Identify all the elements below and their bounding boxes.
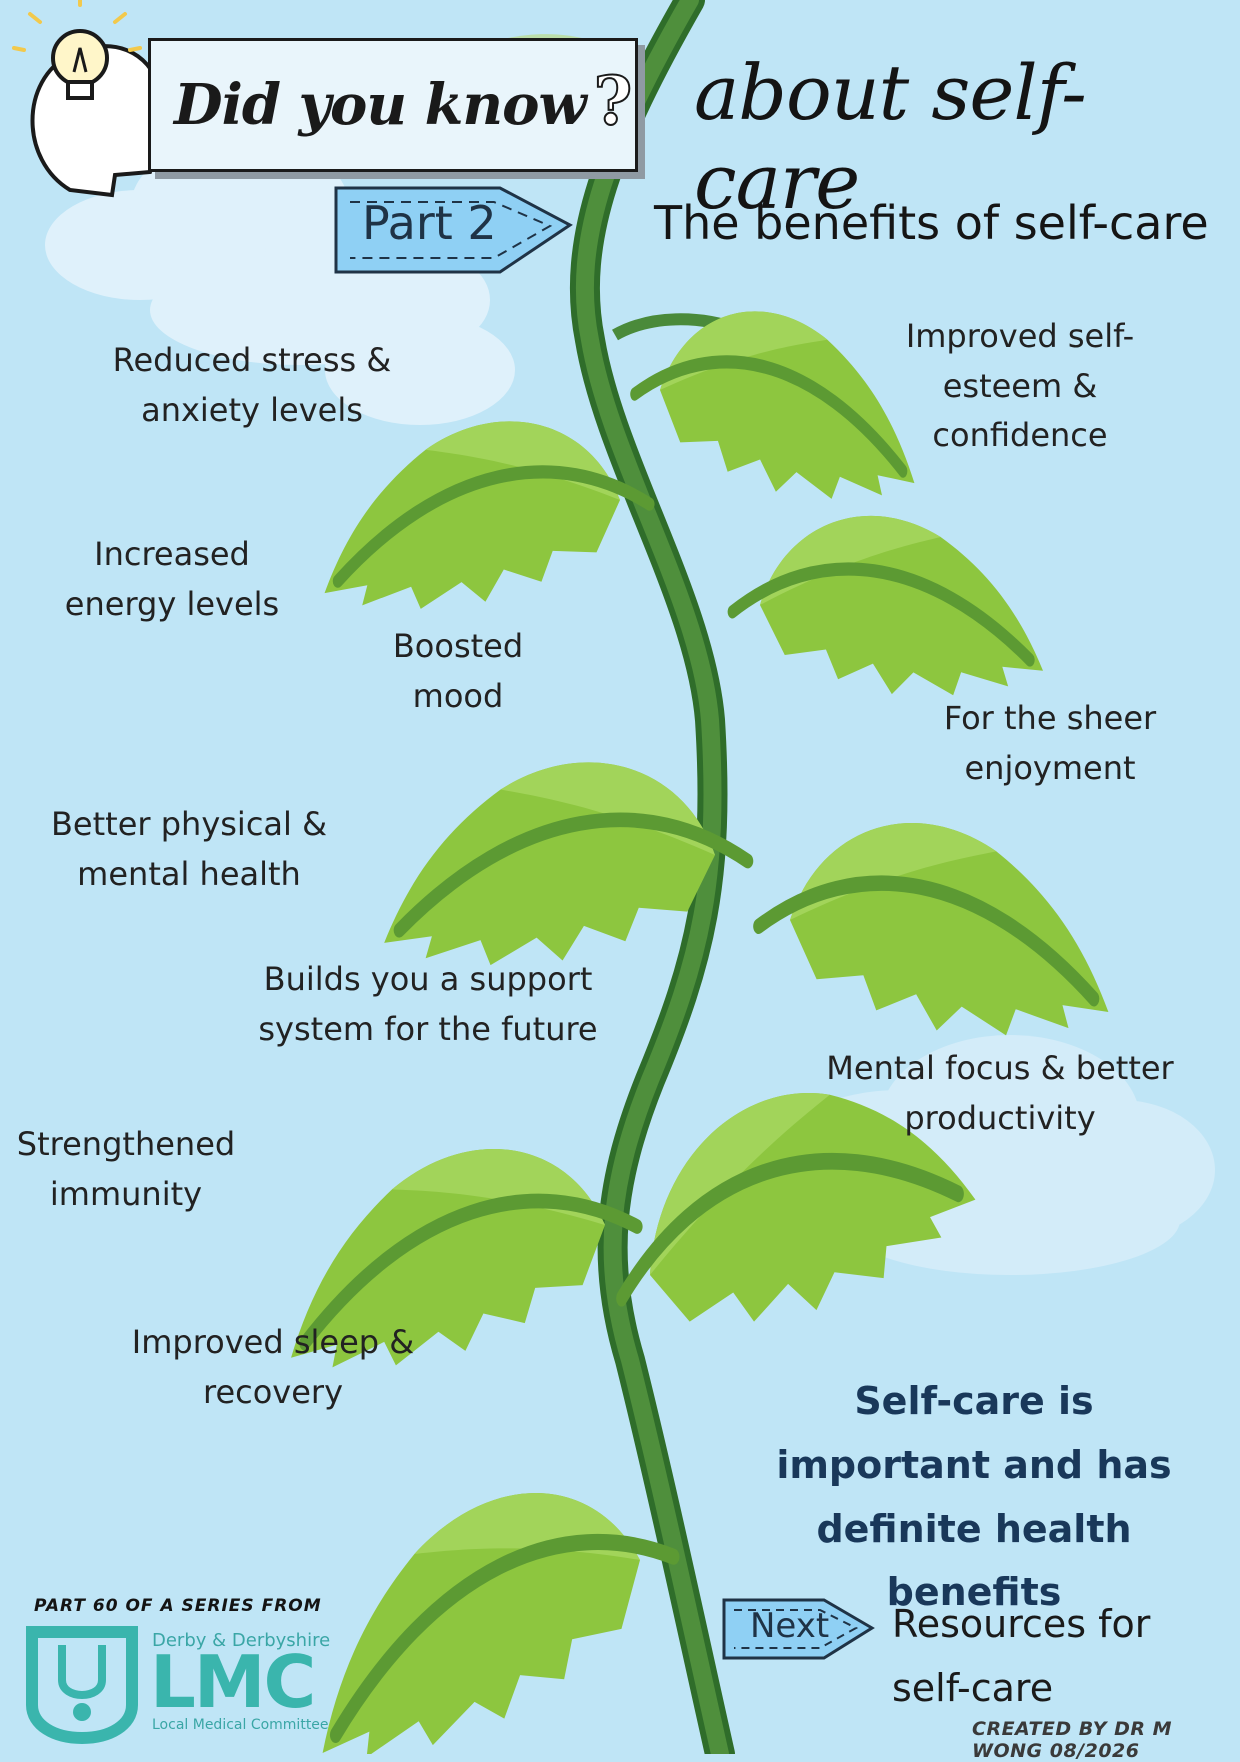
benefit-energy: Increased energy levels — [64, 535, 280, 623]
part-label: Part 2 — [362, 196, 497, 250]
page-subtitle: The benefits of self-care — [654, 196, 1209, 250]
benefit-focus-productivity: Mental focus & better productivity — [826, 1049, 1174, 1137]
author-credit: CREATED BY DR M WONG 08/2026 — [972, 1718, 1173, 1762]
did-you-know-banner — [148, 38, 638, 172]
leaf-right-1 — [612, 285, 927, 520]
part-label-arrow — [334, 186, 573, 274]
benefit-sleep-recovery: Improved sleep & recovery — [131, 1323, 415, 1411]
conclusion-text: Self-care is important and has definite … — [776, 1379, 1172, 1615]
benefit-immunity: Strengthened immunity — [16, 1125, 236, 1213]
benefit-support-system: Builds you a support system for the futu… — [258, 960, 598, 1048]
question-mark: ? — [593, 61, 634, 141]
lightbulb-head-icon — [12, 0, 175, 198]
stem-highlight — [575, 0, 729, 1754]
did-you-know-heading: Did you know? — [174, 61, 634, 141]
lmc-abbrev: LMC — [150, 1640, 316, 1724]
next-topic-text: Resources for self-care — [892, 1602, 1151, 1710]
benefit-mood: Boosted mood — [392, 627, 524, 715]
benefit-physical-mental-health: Better physical & mental health — [50, 805, 328, 893]
lmc-name: Local Medical Committee — [152, 1717, 329, 1733]
benefit-reduced-stress: Reduced stress & anxiety levels — [112, 341, 392, 429]
cloud-top-left — [45, 135, 515, 425]
leaf-right-3 — [753, 800, 1120, 1056]
did-you-know-text: Did you know — [174, 72, 587, 138]
lmc-logo-icon — [26, 1626, 138, 1745]
topic-heading: about self-care — [694, 48, 1087, 226]
benefit-enjoyment: For the sheer enjoyment — [943, 699, 1157, 787]
benefit-self-esteem: Improved self-esteem & confidence — [905, 317, 1135, 455]
leaf-left-4 — [286, 1430, 692, 1754]
leaf-right-2 — [729, 502, 1050, 708]
series-note: PART 60 OF A SERIES FROM — [34, 1596, 322, 1616]
lmc-region: Derby & Derbyshire — [152, 1630, 331, 1651]
next-arrow-icon — [722, 1598, 875, 1660]
next-label: Next — [750, 1606, 830, 1646]
